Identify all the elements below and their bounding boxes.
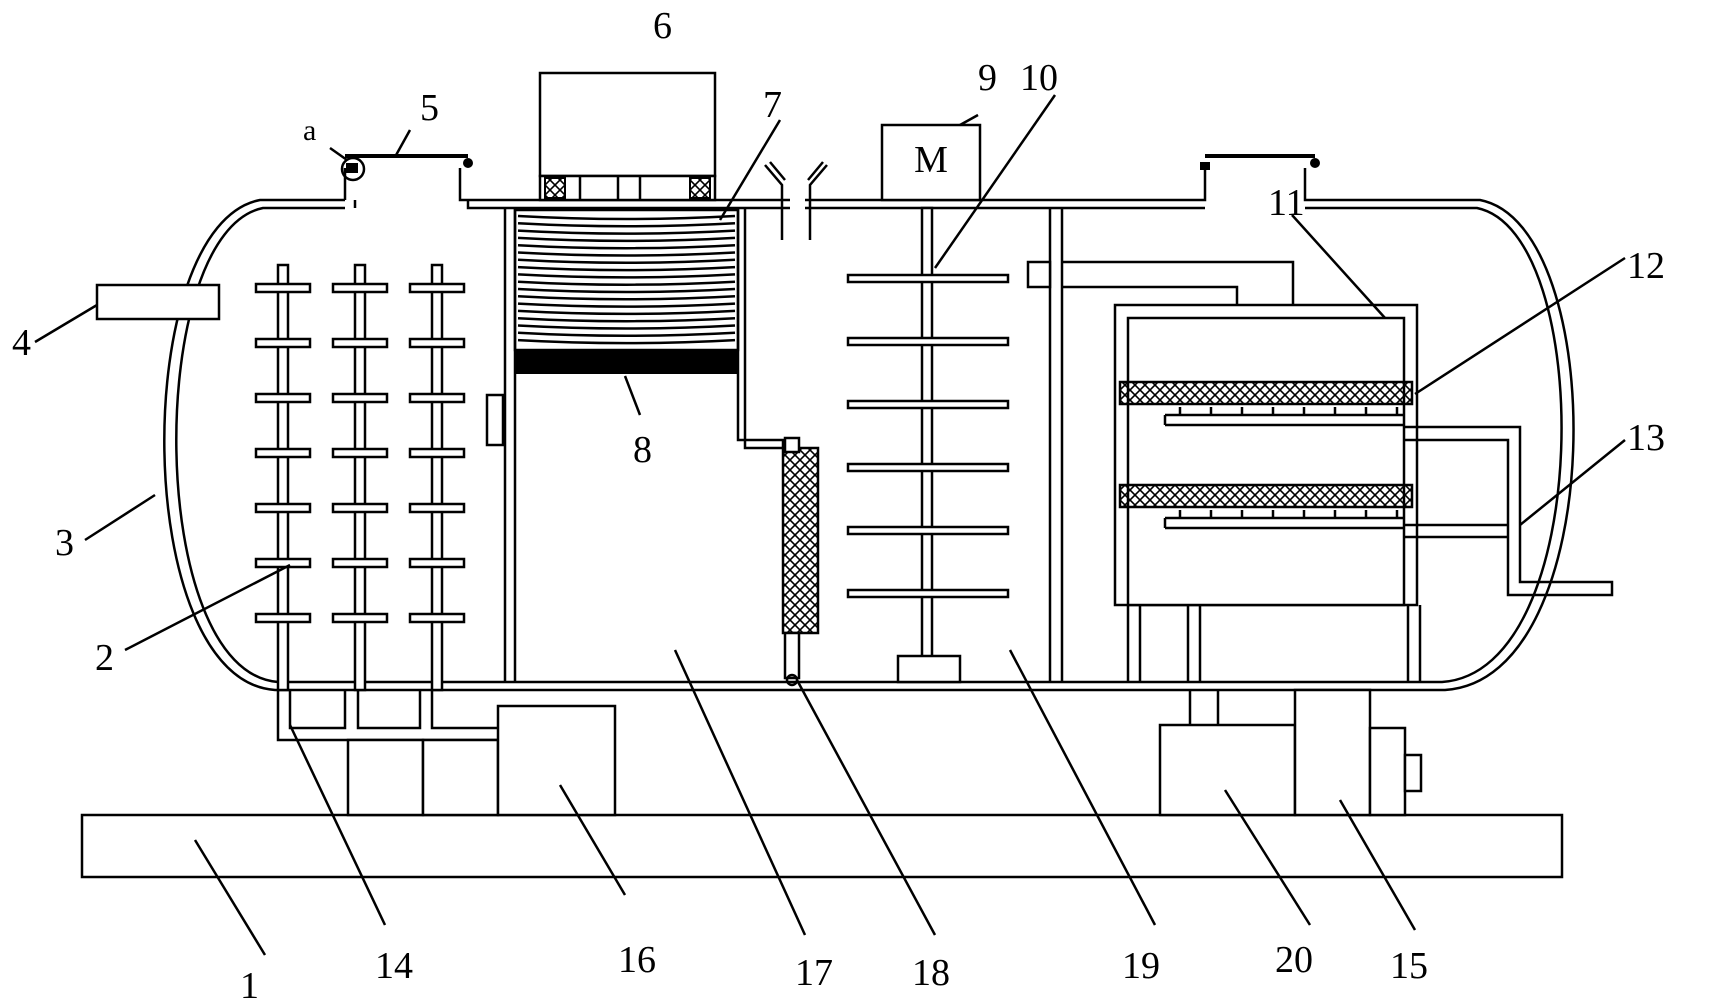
label-9: 9 [978,57,997,99]
filter-layer-line [517,258,736,265]
electrode-plate [408,612,466,624]
electrode-rod [353,263,367,692]
filter-box-legs [1126,605,1422,682]
label-19: 19 [1122,945,1160,987]
leader-lines [34,94,1626,956]
funnel-inlet [764,161,828,240]
filter-layer-line [517,316,736,323]
electrode-plate [254,502,312,514]
electrode-plate [254,282,312,294]
filter-layer-line [517,302,736,308]
filter-layer-line [517,222,736,228]
label-18: 18 [912,952,950,994]
label-15: 15 [1390,945,1428,987]
electrode-plate [331,447,389,459]
label-10: 10 [1020,57,1058,99]
filter-layer-line [517,273,736,279]
filter-box [1113,303,1419,607]
spray-pipe [1163,413,1404,427]
support-20 [1158,690,1297,817]
motor: M [880,123,982,202]
label-8: 8 [633,429,652,471]
electrode-plate [408,392,466,404]
left-support [276,690,500,817]
electrode-plate [331,392,389,404]
electrode-plate [408,502,466,514]
filter-layer-line [517,287,736,294]
label-16: 16 [618,939,656,981]
stirrer-blade [846,336,1010,347]
part-labels: 4 3 2 5 a 6 7 8 9 10 11 12 13 14 1 16 17… [12,5,1665,1004]
electrode-plate [331,612,389,624]
label-13: 13 [1627,417,1665,459]
label-4: 4 [12,322,31,364]
label-14: 14 [375,945,413,987]
pump-16 [496,704,617,817]
filter-layer-line [517,243,736,250]
electrode-rod [276,263,290,692]
electrode-plate [331,337,389,349]
label-17: 17 [795,952,833,994]
inlet-pipe [95,283,221,321]
filter-layers [513,208,740,352]
filter-layer-line [517,251,736,257]
stirrer-blade [846,525,1010,536]
electrode-rod [430,263,444,692]
electrode-plate [408,447,466,459]
electrode-rack [254,263,466,692]
label-12: 12 [1627,245,1665,287]
electrode-plate [254,557,312,569]
electrode-plate [408,282,466,294]
electrode-plate [254,392,312,404]
spray-pipe [1163,516,1404,530]
stirrer [846,206,1010,684]
stirrer-blade [846,588,1010,599]
label-7: 7 [763,84,782,126]
connecting-pipe [1026,260,1295,305]
electrode-plate [254,612,312,624]
filter-layer-line [517,309,736,316]
label-11: 11 [1268,182,1305,224]
electrode-plate [408,557,466,569]
electrode-plate [408,337,466,349]
filter-layer-line [517,236,736,243]
outlet-pipe [1404,425,1614,597]
stirrer-blade [846,273,1010,284]
tank-15 [1293,688,1423,817]
filter-plate [515,350,738,374]
filter-layer-line [517,214,736,221]
label-1: 1 [240,965,259,1004]
label-5: 5 [420,87,439,129]
filter-layer-line [517,295,736,301]
electrode-plate [331,557,389,569]
spray-pipes [1163,407,1404,530]
label-6: 6 [653,5,672,47]
label-2: 2 [95,637,114,679]
label-a: a [303,114,316,147]
mesh-filter [781,436,820,687]
label-20: 20 [1275,939,1313,981]
electrode-plate [254,337,312,349]
stirrer-blade [846,462,1010,473]
top-unit [538,71,717,202]
filter-layer-line [517,229,736,235]
filter-layer-line [517,265,736,272]
electrode-plate [254,447,312,459]
stirrer-blade [846,399,1010,410]
left-lid [340,154,473,182]
partition-latch [485,393,505,447]
filter-layer-line [517,331,736,338]
filter-layer-line [517,324,736,330]
right-lid [1200,154,1320,170]
filter-layer-line [517,280,736,286]
label-3: 3 [55,522,74,564]
filter-layer-line [517,338,736,345]
electrode-plate [331,502,389,514]
base-plate [80,813,1564,879]
motor-symbol: M [914,139,948,181]
electrode-plate [331,282,389,294]
